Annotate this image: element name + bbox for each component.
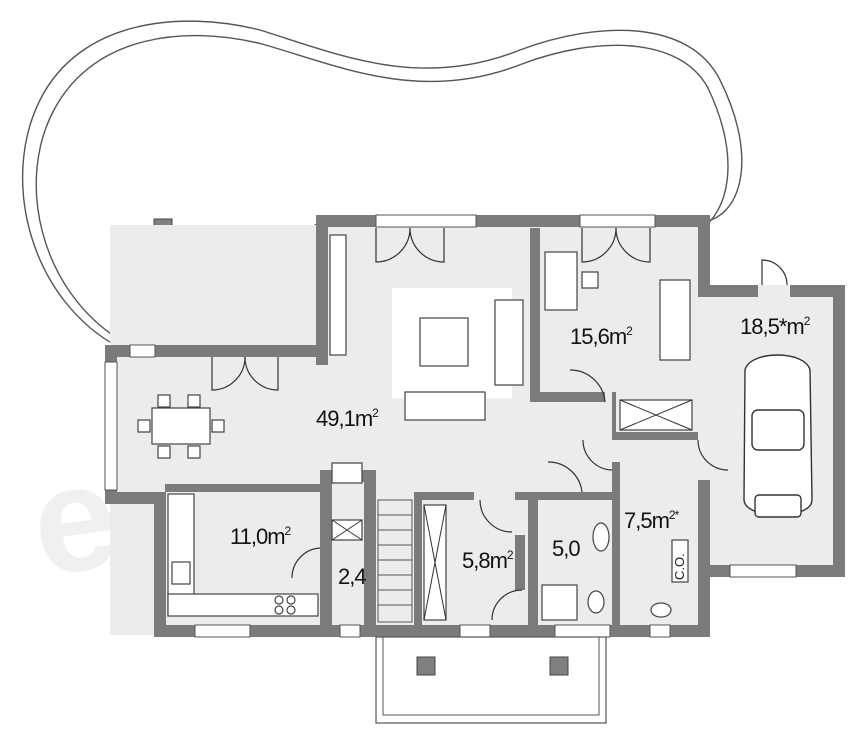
door-swing (211, 356, 246, 391)
boiler (671, 539, 689, 583)
wall (612, 432, 698, 440)
shower (541, 584, 578, 621)
sofa (494, 299, 524, 386)
porch-outline (375, 636, 607, 724)
wall (698, 480, 710, 636)
stove-burner (274, 595, 284, 605)
door-swing (581, 227, 617, 263)
toilet (587, 590, 605, 614)
fireplace (331, 462, 363, 484)
wall (154, 492, 166, 637)
wall (833, 285, 845, 577)
room-label-living: 49,1m2 (316, 406, 379, 431)
chair (581, 271, 599, 289)
dining-table (151, 407, 211, 445)
window (129, 344, 156, 358)
staircase (377, 499, 413, 623)
door-swing (582, 439, 613, 471)
wall (515, 535, 525, 590)
wall (698, 215, 710, 295)
wall (316, 215, 328, 365)
dining-chair (187, 445, 201, 459)
dining-chair (187, 394, 201, 408)
desk (544, 251, 578, 311)
door-swing (491, 589, 523, 621)
room-label-kitchen: 11,0m2 (230, 524, 292, 549)
stove-burner (286, 595, 296, 605)
kitchen-counter (167, 593, 319, 617)
door-swing (547, 461, 583, 493)
wall (796, 565, 845, 577)
door-swing (291, 547, 321, 579)
wall (698, 285, 758, 297)
car (743, 354, 813, 518)
room-label-bedroom: 15,6m2 (570, 324, 633, 349)
door-swing (409, 227, 445, 263)
tv-unit (329, 234, 347, 356)
wall (612, 392, 616, 437)
wall (790, 285, 845, 297)
window (459, 624, 491, 638)
window (649, 624, 671, 638)
window (554, 624, 611, 638)
coffee-table (419, 317, 469, 367)
door-swing (375, 227, 411, 263)
window (339, 624, 361, 638)
window (375, 214, 477, 228)
dining-chair (137, 419, 151, 433)
wall (320, 470, 332, 625)
pool-inner-outline (35, 35, 729, 341)
room-label-pantry: 2,4 (338, 564, 366, 589)
wall (612, 462, 620, 625)
chimney-cross (331, 519, 363, 541)
washbasin (592, 522, 610, 552)
entry-post (549, 656, 569, 676)
door-swing (569, 369, 606, 403)
wall (364, 470, 376, 625)
dining-chair (211, 419, 225, 433)
door-swing (244, 356, 279, 391)
door-swing (697, 439, 729, 471)
door-swing (479, 499, 513, 533)
boiler-label: C.O. (672, 553, 687, 580)
wall (515, 492, 615, 500)
wall (316, 215, 376, 227)
room-label-garage: 18,5*m2 (740, 314, 811, 339)
stove-burner (286, 605, 296, 615)
room-label-bath: 5,0 (552, 536, 580, 561)
window (729, 564, 797, 578)
sofa (404, 391, 486, 421)
porch-outline (382, 636, 600, 716)
wall (530, 392, 605, 402)
door-swing (761, 259, 788, 286)
room-label-boiler: 7,5m2* (624, 508, 680, 533)
window (194, 624, 251, 638)
wall (105, 345, 325, 357)
wall (414, 492, 474, 500)
wall (528, 492, 538, 625)
window (579, 214, 656, 228)
dining-chair (157, 445, 171, 459)
wall (414, 492, 422, 625)
sink (171, 561, 191, 585)
window (104, 361, 118, 491)
bedroom-sofa (659, 279, 691, 361)
wardrobe-cross (423, 504, 447, 621)
dining-chair (157, 394, 171, 408)
stove-burner (274, 605, 284, 615)
wall (530, 228, 540, 400)
room-label-hall: 5,8m2 (462, 548, 514, 573)
washbasin (650, 602, 672, 618)
wardrobe-cross (619, 399, 693, 431)
door-swing (615, 227, 651, 263)
entry-post (416, 656, 436, 676)
wall (165, 484, 320, 492)
wall (105, 492, 155, 504)
pool-outline (21, 20, 743, 349)
